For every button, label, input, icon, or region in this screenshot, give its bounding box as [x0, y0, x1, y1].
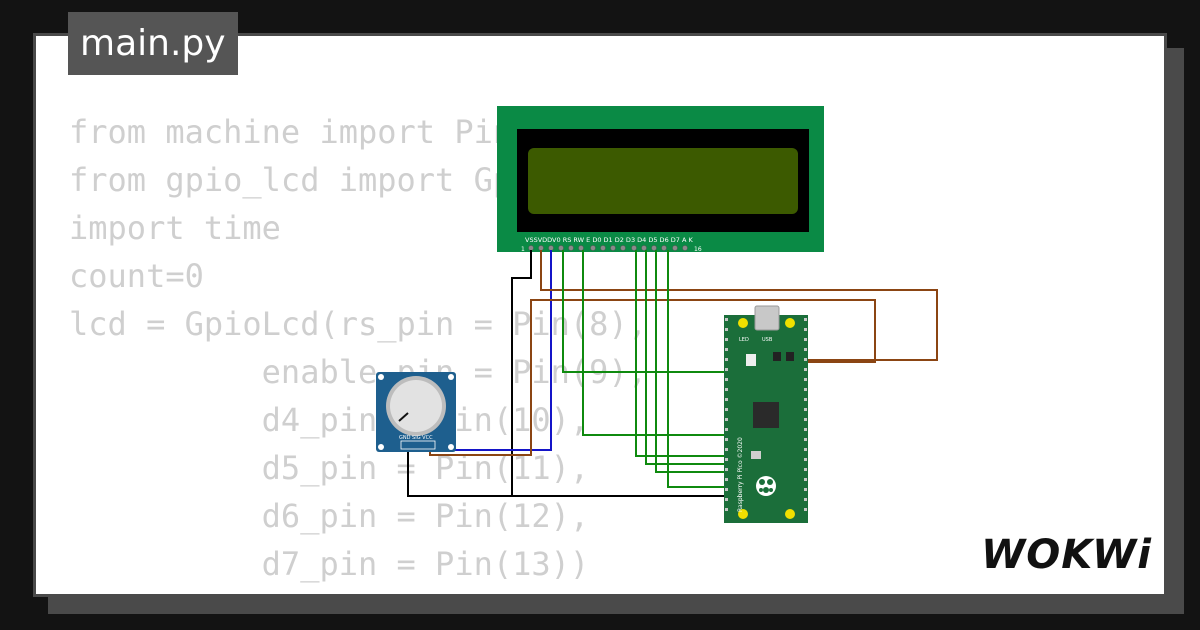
wire-d5 — [645, 250, 730, 465]
code-line: d6_pin = Pin(12), — [69, 497, 590, 535]
lcd-pin-row — [528, 245, 688, 251]
lcd-pin-first: 1 — [521, 246, 525, 253]
code-line: from machine import Pin — [69, 113, 513, 151]
wokwi-logo: WOKWi — [981, 532, 1152, 578]
code-line: d7_pin = Pin(13)) — [69, 545, 590, 583]
raspberry-logo-icon — [756, 476, 776, 496]
code-line: import time — [69, 209, 281, 247]
code-line: lcd.move_to(0,0) — [69, 588, 647, 594]
file-tab[interactable]: main.py — [68, 12, 238, 75]
wire-gnd-pot — [407, 448, 512, 497]
usb-port — [754, 305, 780, 331]
lcd-pin-last: 16 — [694, 246, 702, 253]
wire-rs — [562, 250, 730, 373]
led-label: LED — [739, 337, 749, 343]
wire-d4 — [635, 250, 730, 457]
wire-sig-pot — [429, 299, 876, 456]
raspberry-pi-pico[interactable]: USB LED Raspberry Pi Pico ©2020 — [724, 305, 808, 523]
code-line: lcd = GpioLcd(rs_pin = Pin(8), — [69, 305, 647, 343]
wires — [407, 250, 938, 497]
pot-knob[interactable] — [390, 380, 442, 432]
wire-d6 — [655, 250, 730, 473]
pot-indicator — [398, 412, 409, 422]
wire-gnd-lcd — [511, 250, 730, 497]
code-line: count=0 — [69, 257, 204, 295]
usb-label: USB — [762, 337, 773, 343]
pico-board-label: Raspberry Pi Pico ©2020 — [737, 437, 744, 512]
wire-d7 — [667, 250, 730, 488]
wire-e — [582, 250, 730, 436]
pico-left-pins — [725, 318, 728, 511]
rp2040-chip — [753, 402, 779, 428]
lcd-1602[interactable]: VSSVDDV0 RS RW E D0 D1 D2 D3 D4 D5 D6 D7… — [497, 106, 824, 253]
potentiometer[interactable]: GND SIG VCC — [376, 372, 456, 452]
lcd-screen — [528, 148, 798, 214]
wire-backlight — [540, 268, 938, 361]
pot-pin-labels: GND SIG VCC — [399, 435, 433, 441]
pico-right-pins — [804, 318, 807, 511]
lcd-pin-labels: VSSVDDV0 RS RW E D0 D1 D2 D3 D4 D5 D6 D7… — [525, 236, 693, 244]
